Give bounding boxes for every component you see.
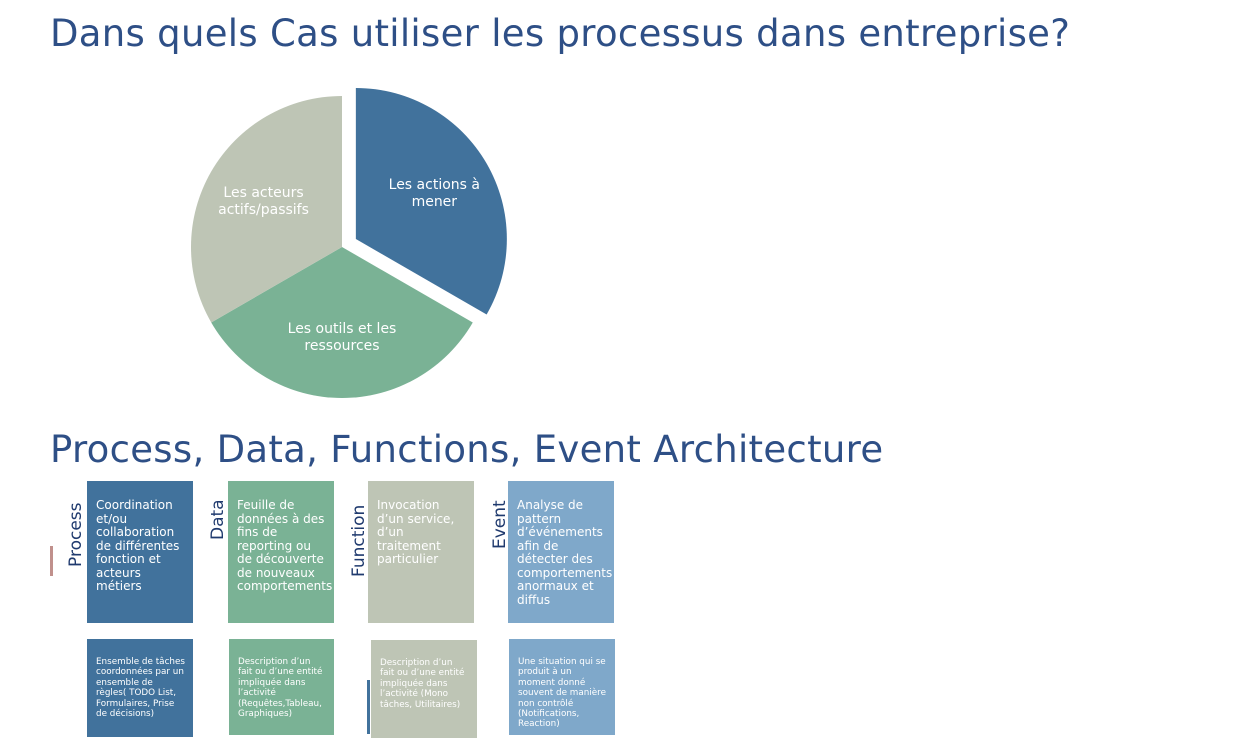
- pie-slice-acteurs: [191, 96, 342, 323]
- event-tile: Analyse de pattern d’événements afin de …: [508, 481, 614, 623]
- label-event: Event: [490, 500, 510, 549]
- data-tile: Feuille de données à des fins de reporti…: [228, 481, 334, 623]
- page-title: Dans quels Cas utiliser les processus da…: [50, 12, 1071, 55]
- pie-slice-actions: [355, 88, 507, 315]
- function-description: Description d’un fait ou d’une entité im…: [371, 640, 477, 738]
- section-title: Process, Data, Functions, Event Architec…: [50, 428, 884, 471]
- process-description: Ensemble de tâches coordonnées par un en…: [87, 639, 193, 737]
- process-tile: Coordination et/ou collaboration de diff…: [87, 481, 193, 623]
- label-function: Function: [349, 504, 369, 577]
- function-tile: Invocation d’un service, d’un traitement…: [368, 481, 474, 623]
- label-data: Data: [208, 499, 228, 540]
- accent-bar-middle: [367, 680, 370, 734]
- accent-bar-left: [50, 546, 53, 576]
- data-description: Description d’un fait ou d’une entité im…: [229, 639, 334, 735]
- event-description: Une situation qui se produit à un moment…: [509, 639, 615, 735]
- label-process: Process: [66, 502, 86, 568]
